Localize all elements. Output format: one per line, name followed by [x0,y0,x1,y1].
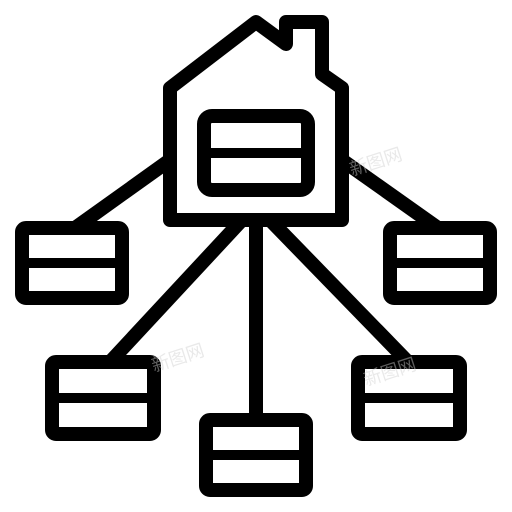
connector-line-right-bottom [263,213,415,369]
watermark-text-1: 新图网 [347,144,405,181]
server-box-center-bottom-frame [199,413,313,497]
server-box-left-top [15,221,129,305]
server-box-center-bottom [199,413,313,497]
connector-line-left-top [68,153,177,235]
connector-line-left-bottom [103,213,249,369]
server-box-left-bottom [45,355,161,441]
server-box-right-bottom [351,355,467,441]
watermark-text-2: 新图网 [149,340,207,377]
server-box-left-bottom-frame [45,355,161,441]
connector-lines [68,153,445,427]
connector-line-right-top [335,153,445,235]
server-box-right-bottom-frame [351,355,467,441]
server-box-right-top-frame [383,221,497,305]
house-outline [163,15,349,227]
server-box-center [197,109,315,197]
server-box-right-top [383,221,497,305]
house-icon [163,15,349,227]
server-box-left-top-frame [15,221,129,305]
